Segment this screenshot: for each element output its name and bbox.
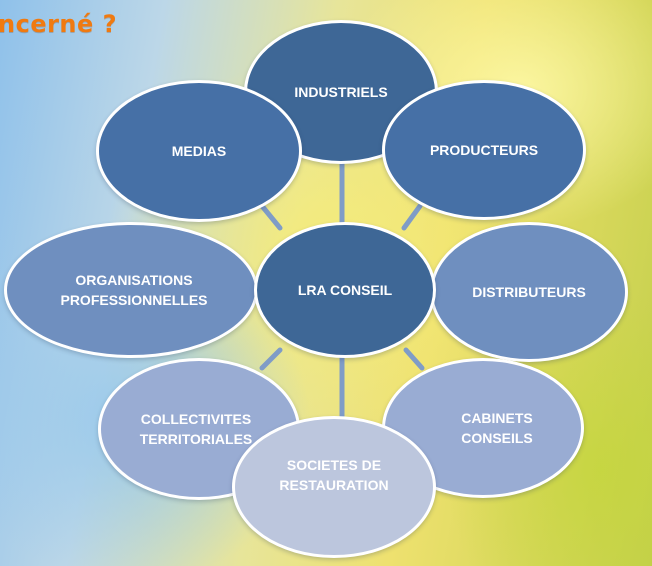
- node-center-label: LRA CONSEIL: [297, 282, 393, 298]
- node-medias: MEDIAS: [96, 80, 302, 222]
- node-organisations-professionnelles: ORGANISATIONS PROFESSIONNELLES: [4, 222, 258, 358]
- connector-collectivites: [259, 347, 283, 371]
- node-distributeurs: DISTRIBUTEURS: [430, 222, 628, 362]
- node-medias-label: MEDIAS: [171, 143, 227, 159]
- node-organisations-label: ORGANISATIONS PROFESSIONNELLES: [60, 272, 208, 308]
- node-societes-de-restauration: SOCIETES DE RESTAURATION: [232, 416, 436, 558]
- node-collectivites-label: COLLECTIVITES TERRITORIALES: [139, 411, 253, 447]
- node-societes-label: SOCIETES DE RESTAURATION: [279, 457, 389, 493]
- node-producteurs: PRODUCTEURS: [382, 80, 586, 220]
- node-cabinets-label: CABINETS CONSEILS: [461, 410, 533, 446]
- connector-producteurs: [401, 203, 423, 231]
- connector-cabinets: [403, 347, 425, 371]
- node-producteurs-label: PRODUCTEURS: [429, 142, 539, 158]
- node-industriels-label: INDUSTRIELS: [294, 84, 388, 100]
- node-center-lra-conseil: LRA CONSEIL: [254, 222, 436, 358]
- page-title: ncerné ?: [0, 10, 118, 38]
- connector-medias: [259, 203, 283, 231]
- node-distributeurs-label: DISTRIBUTEURS: [472, 284, 586, 300]
